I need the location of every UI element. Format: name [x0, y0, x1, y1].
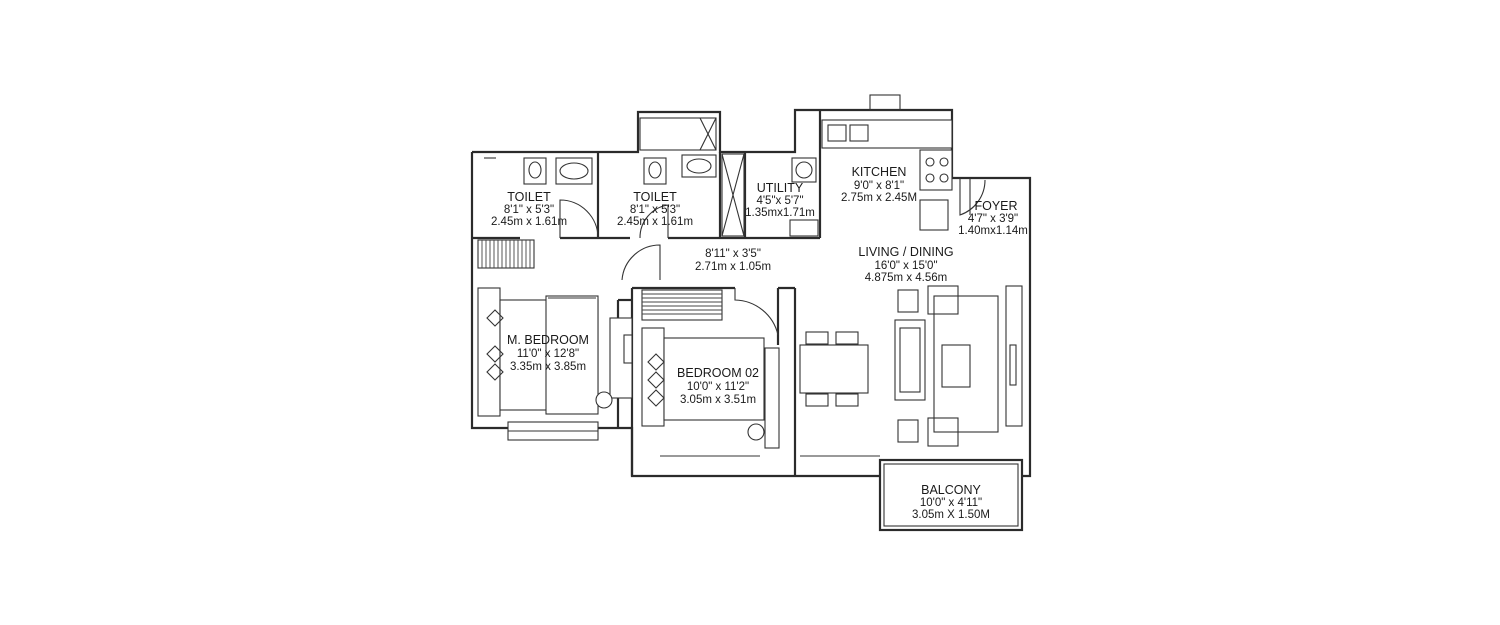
svg-text:4.875m x 4.56m: 4.875m x 4.56m: [865, 272, 947, 284]
svg-text:4'5"x 5'7": 4'5"x 5'7": [756, 195, 803, 207]
windows: [548, 297, 880, 457]
svg-text:KITCHEN: KITCHEN: [852, 165, 907, 179]
label-foyer: FOYER 4'7" x 3'9" 1.40mx1.14m: [958, 199, 1028, 237]
label-passage: 8'11" x 3'5" 2.71m x 1.05m: [695, 248, 771, 273]
doors: [559, 178, 986, 336]
svg-text:8'11" x 3'5": 8'11" x 3'5": [705, 248, 761, 260]
label-bedroom-02: BEDROOM 02 10'0" x 11'2" 3.05m x 3.51m: [677, 366, 759, 406]
svg-text:FOYER: FOYER: [974, 199, 1017, 213]
svg-text:4'7" x 3'9": 4'7" x 3'9": [968, 213, 1018, 225]
dining-table: [799, 331, 869, 407]
svg-text:2.71m x 1.05m: 2.71m x 1.05m: [695, 261, 771, 273]
label-master-bedroom: M. BEDROOM 11'0" x 12'8" 3.35m x 3.85m: [507, 333, 589, 373]
svg-text:2.75m x 2.45M: 2.75m x 2.45M: [841, 192, 917, 204]
svg-text:UTILITY: UTILITY: [757, 181, 804, 195]
svg-text:2.45m x 1.61m: 2.45m x 1.61m: [617, 216, 693, 228]
svg-text:16'0" x 15'0": 16'0" x 15'0": [874, 260, 937, 272]
svg-text:BEDROOM 02: BEDROOM 02: [677, 366, 759, 380]
svg-text:9'0" x 8'1": 9'0" x 8'1": [854, 180, 904, 192]
svg-text:3.05m x 3.51m: 3.05m x 3.51m: [680, 394, 756, 406]
wardrobe-hatch: [477, 239, 723, 321]
svg-text:BALCONY: BALCONY: [921, 483, 981, 497]
label-living-dining: LIVING / DINING 16'0" x 15'0" 4.875m x 4…: [858, 245, 953, 284]
svg-text:2.45m x 1.61m: 2.45m x 1.61m: [491, 216, 567, 228]
svg-text:TOILET: TOILET: [633, 190, 677, 204]
label-balcony: BALCONY 10'0" x 4'11" 3.05m X 1.50M: [912, 483, 990, 521]
svg-text:LIVING / DINING: LIVING / DINING: [858, 245, 953, 259]
kitchen-fixtures: [821, 119, 953, 231]
toilet-1-fixtures: [484, 157, 593, 185]
svg-text:TOILET: TOILET: [507, 190, 551, 204]
bedroom-02-bed: [641, 327, 765, 441]
label-toilet-2: TOILET 8'1" x 5'3" 2.45m x 1.61m: [617, 190, 693, 228]
svg-text:3.35m x 3.85m: 3.35m x 3.85m: [510, 361, 586, 373]
living-furniture: [894, 285, 1023, 447]
svg-text:M. BEDROOM: M. BEDROOM: [507, 333, 589, 347]
label-kitchen: KITCHEN 9'0" x 8'1" 2.75m x 2.45M: [841, 165, 917, 204]
utility-fixtures: [789, 157, 819, 237]
label-utility: UTILITY 4'5"x 5'7" 1.35mx1.71m: [745, 181, 815, 219]
svg-text:1.40mx1.14m: 1.40mx1.14m: [958, 225, 1028, 237]
svg-text:3.05m X 1.50M: 3.05m X 1.50M: [912, 509, 990, 521]
label-toilet-1: TOILET 8'1" x 5'3" 2.45m x 1.61m: [491, 190, 567, 228]
balcony-outline: [878, 458, 1024, 532]
master-bed: [477, 287, 633, 417]
svg-text:11'0" x 12'8": 11'0" x 12'8": [517, 348, 579, 360]
duct-shaft: [721, 153, 745, 237]
svg-text:10'0" x 11'2": 10'0" x 11'2": [687, 381, 749, 393]
svg-text:8'1" x 5'3": 8'1" x 5'3": [504, 204, 554, 216]
svg-text:10'0" x 4'11": 10'0" x 4'11": [920, 497, 982, 509]
svg-text:1.35mx1.71m: 1.35mx1.71m: [745, 207, 815, 219]
toilet-2-fixtures: [639, 117, 717, 185]
svg-text:8'1" x 5'3": 8'1" x 5'3": [630, 204, 680, 216]
